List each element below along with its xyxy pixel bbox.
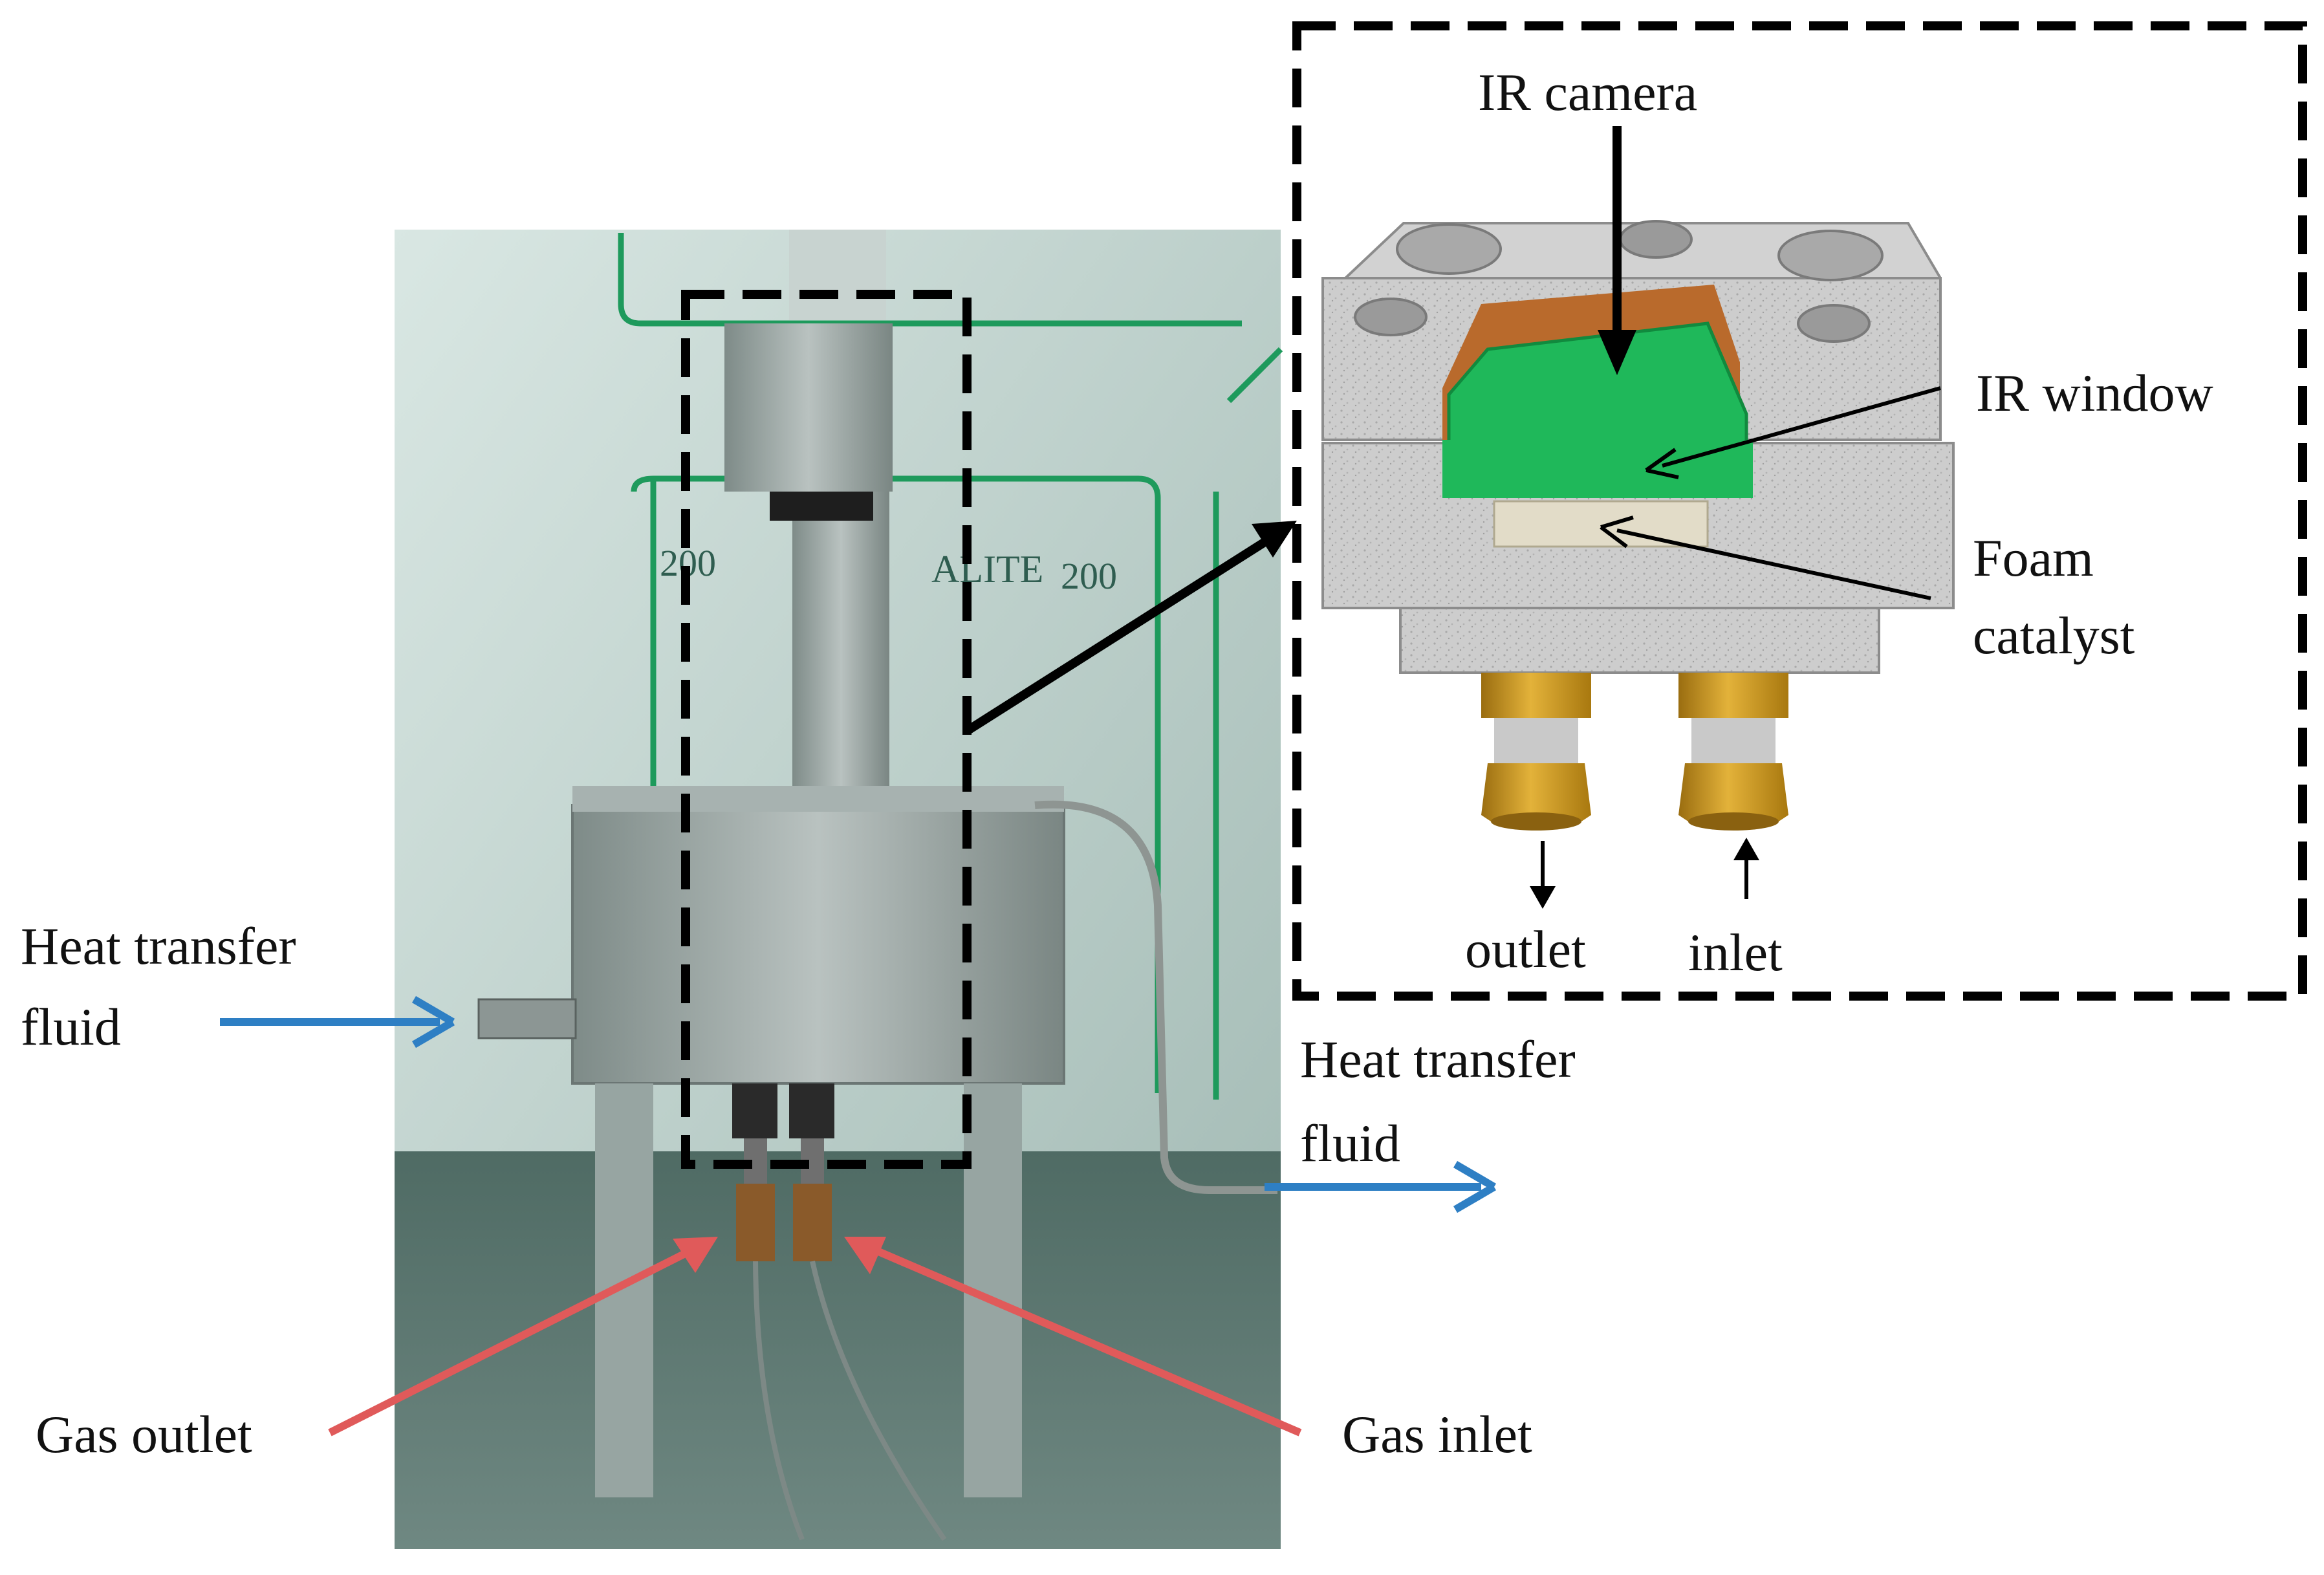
labels: IR camera IR window Foam catalyst outlet…	[21, 63, 2213, 1464]
gas-outlet-arrow	[328, 1241, 704, 1437]
model-bolt-hole	[1354, 298, 1428, 336]
label-inlet: inlet	[1688, 923, 1783, 982]
label-gas-inlet: Gas inlet	[1342, 1405, 1532, 1464]
callout-arrows	[220, 126, 1941, 1437]
label-outlet: outlet	[1465, 920, 1586, 979]
model-bolt-hole	[1619, 220, 1693, 259]
photo-reactor-lid	[572, 786, 1064, 812]
photo-column-head	[724, 323, 893, 492]
label-foam-catalyst-line2: catalyst	[1973, 606, 2135, 665]
label-htf-left-line1: Heat transfer	[21, 917, 296, 975]
apparatus-photo: 200 200 ALITE	[395, 230, 1283, 1549]
photo-fitting-right	[789, 1083, 834, 1138]
label-htf-right-line1: Heat transfer	[1300, 1030, 1576, 1089]
zoom-dashed-frame	[1292, 21, 2307, 1001]
photo-brass-right	[793, 1184, 832, 1261]
label-foam-catalyst-line1: Foam	[1973, 528, 2094, 587]
photo-fitting-left	[732, 1083, 777, 1138]
reactor-cutaway-model	[1321, 220, 1955, 831]
photo-reactor-block	[571, 804, 1065, 1085]
model-bolt-hole	[1797, 304, 1871, 343]
label-ir-camera: IR camera	[1478, 63, 1697, 122]
photo-column-top	[789, 230, 886, 320]
foam-catalyst-arrow	[1616, 528, 1931, 600]
model-fitting-outlet	[1481, 673, 1591, 831]
zoom-callout-arrow	[964, 536, 1270, 735]
model-bolt-hole	[1777, 230, 1884, 281]
label-gas-outlet: Gas outlet	[36, 1405, 252, 1464]
photo-outlet-tube	[1034, 800, 1277, 1194]
label-htf-left-line2: fluid	[21, 997, 121, 1056]
label-htf-right-line2: fluid	[1300, 1114, 1400, 1173]
gauge-label-right: 200	[1061, 555, 1117, 597]
ir-window-arrow	[1662, 386, 1941, 468]
model-fitting-inlet	[1678, 673, 1788, 831]
photo-side-fitting	[477, 998, 577, 1039]
gas-inlet-arrow	[862, 1241, 1302, 1437]
model-bottom-plate	[1399, 607, 1880, 674]
photo-clamp	[770, 492, 873, 521]
photo-brass-left	[736, 1184, 775, 1261]
model-bolt-hole	[1396, 223, 1502, 275]
brand-label: ALITE	[931, 548, 1043, 591]
label-ir-window: IR window	[1976, 364, 2213, 422]
model-foam-catalyst	[1493, 500, 1709, 548]
photo-column-shaft	[792, 492, 889, 802]
